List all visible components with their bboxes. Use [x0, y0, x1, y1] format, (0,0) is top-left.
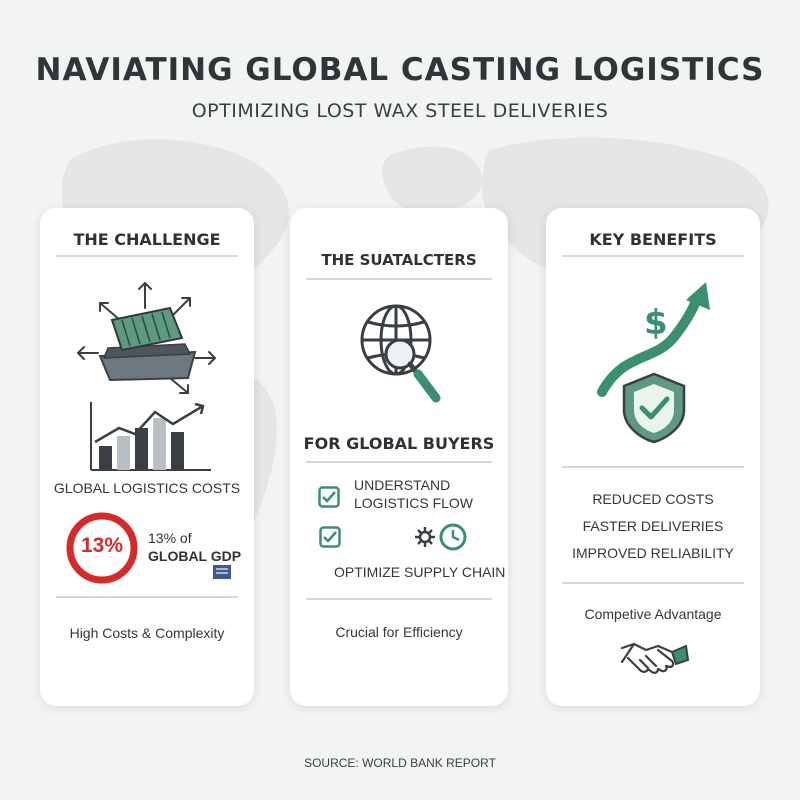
- divider: [562, 466, 744, 468]
- divider: [306, 278, 492, 280]
- check-item-understand: UNDERSTAND LOGISTICS FLOW: [318, 476, 473, 512]
- benefit-improved-reliability: IMPROVED RELIABILITY: [572, 545, 734, 561]
- page-subtitle: OPTIMIZING LOST WAX STEEL DELIVERIES: [191, 100, 609, 122]
- check-item-line1: UNDERSTAND: [354, 477, 451, 493]
- dollar-icon: $: [644, 303, 668, 343]
- divider: [56, 255, 238, 257]
- solutions-card: THE SUATALCTERS FOR GLOBAL BUYERS UNDERS…: [290, 208, 508, 706]
- logistics-costs-label: GLOBAL LOGISTICS COSTS: [53, 480, 241, 496]
- cargo-ship-icon: [77, 282, 216, 394]
- bar-chart-icon: [90, 402, 211, 471]
- challenge-card: THE CHALLENGE GLOBAL LOGISTICS: [40, 208, 254, 706]
- check-icon: [319, 526, 341, 548]
- badge-value: 13%: [80, 534, 124, 557]
- clock-icon: [439, 523, 467, 551]
- gear-icon: [415, 527, 435, 547]
- divider: [56, 596, 238, 598]
- challenge-heading: THE CHALLENGE: [73, 230, 221, 249]
- divider: [306, 461, 492, 463]
- benefits-card: KEY BENEFITS $ REDUCED COSTS FASTER DELI…: [546, 208, 760, 706]
- solutions-heading: THE SUATALCTERS: [321, 251, 477, 269]
- source-caption: SOURCE: WORLD BANK REPORT: [304, 756, 496, 770]
- solutions-subheading: FOR GLOBAL BUYERS: [303, 434, 495, 453]
- badge-caption-line2: GLOBAL GDP: [148, 548, 242, 564]
- check-item-line2: LOGISTICS FLOW: [354, 495, 474, 511]
- divider: [562, 582, 744, 584]
- benefits-footer: Competive Advantage: [584, 606, 722, 622]
- solutions-footer: Crucial for Efficiency: [335, 624, 463, 640]
- divider: [562, 255, 744, 257]
- optimize-label: OPTIMIZE SUPPLY CHAIN: [334, 564, 506, 580]
- page-title: NAVIATING GLOBAL CASTING LOGISTICS: [35, 52, 765, 88]
- benefit-faster-deliveries: FASTER DELIVERIES: [582, 518, 724, 534]
- growth-arrow-icon: $: [597, 282, 710, 444]
- badge-caption-line1: 13% of: [148, 530, 192, 546]
- check-icon: [318, 486, 340, 508]
- benefit-reduced-costs: REDUCED COSTS: [592, 491, 714, 507]
- divider: [306, 598, 492, 600]
- cost-percent-badge: [66, 512, 138, 584]
- globe-search-icon: [360, 304, 441, 403]
- benefits-heading: KEY BENEFITS: [589, 230, 717, 249]
- handshake-icon: [620, 642, 690, 674]
- report-icon: [213, 565, 231, 579]
- challenge-footer: High Costs & Complexity: [69, 625, 225, 641]
